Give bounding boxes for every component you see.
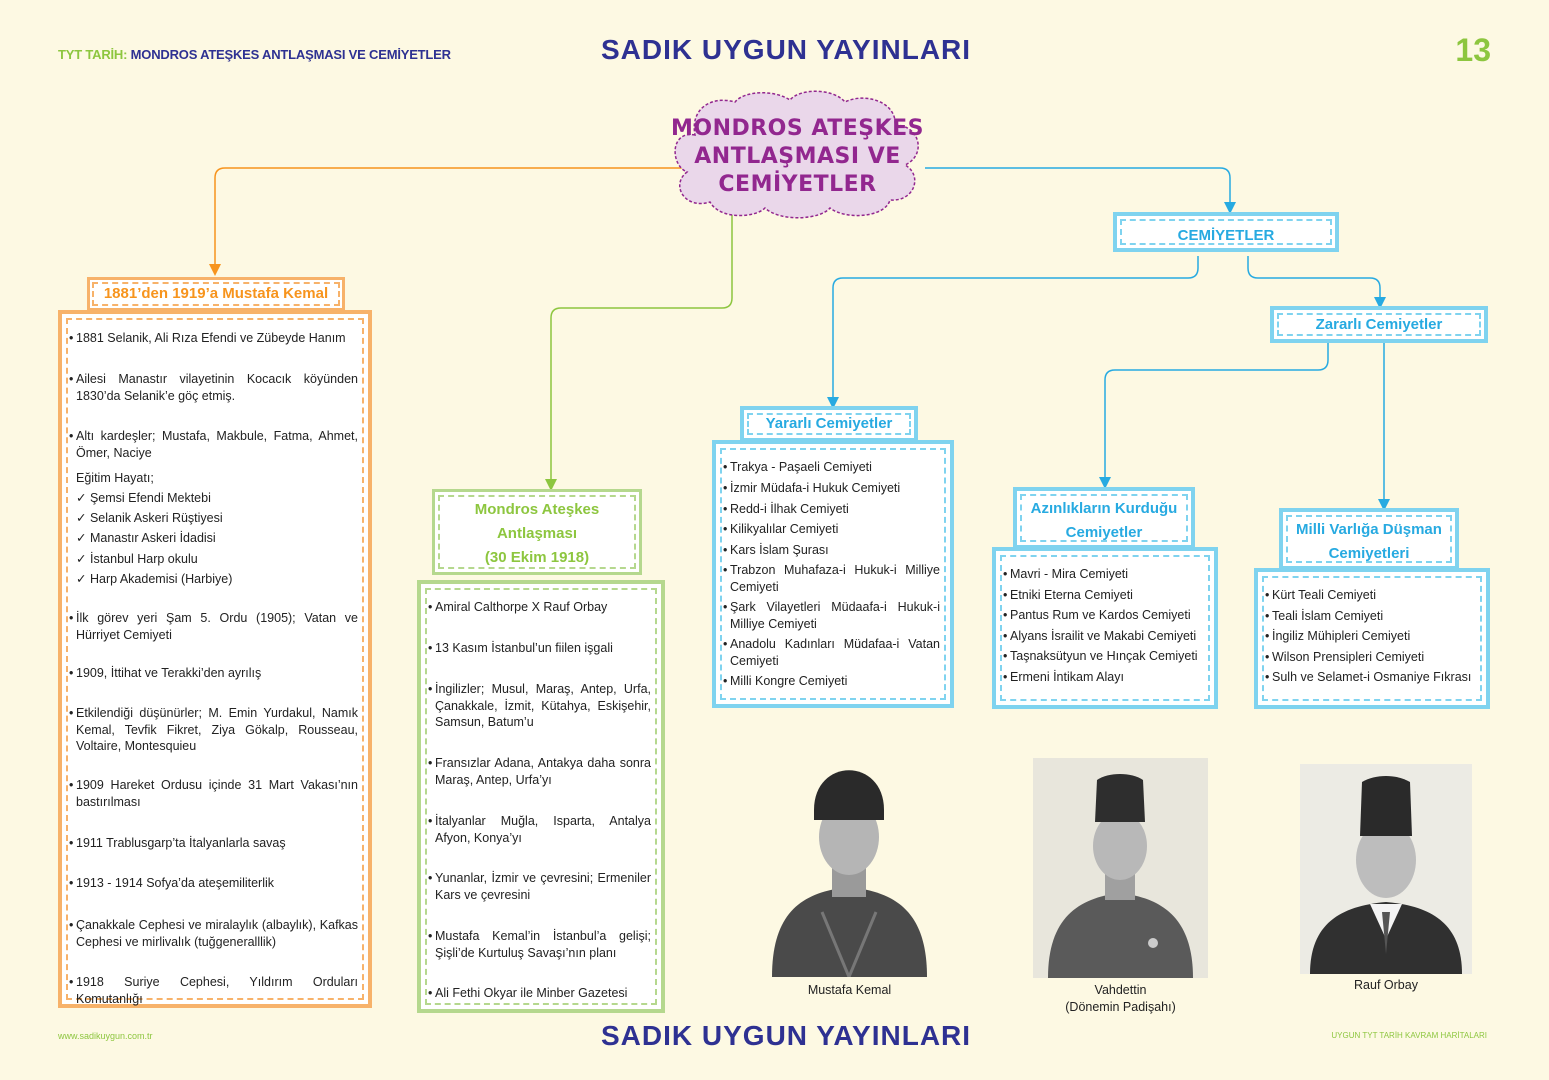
caption-rauf-orbay: Rauf Orbay: [1354, 978, 1418, 992]
list-item: •Teali İslam Cemiyeti: [1265, 609, 1384, 623]
list-item: •Trakya - Paşaeli Cemiyeti: [723, 460, 872, 474]
yararli-panel: •Trakya - Paşaeli Cemiyeti •İzmir Müdafa…: [712, 440, 954, 708]
portrait-vahdettin: [1033, 758, 1208, 978]
list-item: •Kars İslam Şurası: [723, 543, 829, 557]
list-item: •Anadolu Kadınları Müdafaa-i Vatan Cemiy…: [723, 637, 940, 668]
cemiyetler-title: CEMİYETLER: [1113, 212, 1339, 252]
azinlik-panel: •Mavri - Mira Cemiyeti •Etniki Eterna Ce…: [992, 547, 1218, 709]
azinlik-title-line: Azınlıkların Kurduğu: [1030, 500, 1178, 517]
line-to-mustafa-kemal: [209, 167, 685, 276]
page-number: 13: [1455, 32, 1491, 68]
list-item: •Şark Vilayetleri Müdaafa-i Hukuk-i Mill…: [723, 600, 940, 631]
education-item: ✓ Selanik Askeri Rüştiyesi: [76, 511, 223, 525]
line-to-azinlik: [1099, 343, 1329, 489]
brand-header: SADIK UYGUN YAYINLARI: [601, 34, 972, 65]
header-subject: TYT TARİH: MONDROS ATEŞKES ANTLAŞMASI VE…: [58, 47, 451, 62]
mustafa-kemal-panel: •1881 Selanik, Ali Rıza Efendi ve Zübeyd…: [58, 310, 372, 1008]
mondros-title-line: Mondros Ateşkes: [474, 501, 600, 518]
list-item: •Trabzon Muhafaza-i Hukuk-i Milliye Cemi…: [723, 563, 940, 594]
list-item: •Amiral Calthorpe X Rauf Orbay: [428, 600, 608, 614]
topic-label: MONDROS ATEŞKES ANTLAŞMASI VE CEMİYETLER: [130, 47, 451, 62]
milli-title-line: Cemiyetleri: [1328, 545, 1410, 562]
list-item: •1918 Suriye Cephesi, Yıldırım Orduları …: [69, 975, 358, 1006]
list-item: •Pantus Rum ve Kardos Cemiyeti: [1003, 608, 1191, 622]
azinlik-title-line: Cemiyetler: [1065, 524, 1143, 541]
portrait-mustafa-kemal: [762, 742, 937, 977]
milli-panel: •Kürt Teali Cemiyeti •Teali İslam Cemiye…: [1254, 568, 1490, 709]
list-item: •Fransızlar Adana, Antakya daha sonra Ma…: [428, 756, 651, 787]
line-to-zararli: [1247, 256, 1386, 309]
list-item: •Milli Kongre Cemiyeti: [723, 674, 848, 688]
yararli-title: Yararlı Cemiyetler: [740, 406, 918, 442]
caption-vahdettin-name: Vahdettin: [1094, 983, 1147, 997]
list-item: •Çanakkale Cephesi ve miralaylık (albayl…: [69, 918, 358, 949]
list-item: •1913 - 1914 Sofya’da ateşemiliterlik: [69, 876, 275, 890]
center-title-line: CEMİYETLER: [718, 172, 877, 197]
mustafa-kemal-title: 1881’den 1919’a Mustafa Kemal: [87, 277, 345, 311]
list-item: •Mavri - Mira Cemiyeti: [1003, 567, 1129, 581]
list-item: •Mustafa Kemal’in İstanbul’a gelişi; Şiş…: [428, 929, 651, 960]
list-item: •Taşnaksütyun ve Hınçak Cemiyeti: [1003, 649, 1198, 663]
caption-mustafa-kemal: Mustafa Kemal: [807, 983, 892, 997]
list-item: •Kürt Teali Cemiyeti: [1265, 588, 1376, 602]
list-item: •1909, İttihat ve Terakki’den ayrılış: [69, 666, 262, 680]
subject-label: TYT TARİH:: [58, 47, 128, 62]
list-item: •Etniki Eterna Cemiyeti: [1003, 588, 1133, 602]
line-to-mondros: [545, 215, 733, 491]
mondros-title-line: (30 Ekim 1918): [484, 549, 590, 566]
milli-title: Milli Varlığa Düşman Cemiyetleri: [1279, 508, 1459, 570]
list-item: •Sulh ve Selamet-i Osmaniye Fıkrası: [1265, 670, 1472, 684]
caption-vahdettin: Vahdettin (Dönemin Padişahı): [1033, 982, 1208, 1016]
yararli-title-text: Yararlı Cemiyetler: [765, 415, 893, 432]
footer-url[interactable]: www.sadikuygun.com.tr: [58, 1031, 153, 1041]
list-item: •Kilikyalılar Cemiyeti: [723, 522, 839, 536]
list-item: •1911 Trablusgarp’ta İtalyanlarla savaş: [69, 836, 286, 850]
list-item: •İzmir Müdafa-i Hukuk Cemiyeti: [723, 481, 901, 495]
list-item: •İngiliz Mühipleri Cemiyeti: [1265, 629, 1411, 643]
list-item: •Altı kardeşler; Mustafa, Makbule, Fatma…: [69, 429, 358, 460]
mondros-title: Mondros Ateşkes Antlaşması (30 Ekim 1918…: [432, 489, 642, 575]
list-item: •Etkilendiği düşünürler; M. Emin Yurdaku…: [69, 706, 358, 753]
mondros-title-line: Antlaşması: [496, 525, 578, 542]
list-item: •İtalyanlar Muğla, Isparta, Antalya Afyo…: [428, 814, 651, 845]
list-item: •İlk görev yeri Şam 5. Ordu (1905); Vata…: [69, 611, 358, 642]
list-item: •1909 Hareket Ordusu içinde 31 Mart Vaka…: [69, 778, 358, 809]
center-title-line: ANTLAŞMASI VE: [694, 144, 901, 169]
list-item: •1881 Selanik, Ali Rıza Efendi ve Zübeyd…: [69, 331, 346, 345]
azinlik-title: Azınlıkların Kurduğu Cemiyetler: [1013, 487, 1195, 549]
portrait-rauf-orbay: [1300, 764, 1472, 974]
caption-vahdettin-sub: (Dönemin Padişahı): [1065, 1000, 1176, 1014]
center-title-line: MONDROS ATEŞKES: [670, 116, 925, 141]
list-item: •Ermeni İntikam Alayı: [1003, 670, 1124, 684]
zararli-title-text: Zararlı Cemiyetler: [1315, 316, 1443, 333]
cloud-shape: [674, 90, 919, 219]
line-to-yararli: [827, 256, 1199, 409]
mondros-panel: •Amiral Calthorpe X Rauf Orbay •13 Kasım…: [417, 580, 665, 1013]
list-item: •Alyans İsrailit ve Makabi Cemiyeti: [1003, 629, 1197, 643]
center-title: MONDROS ATEŞKES ANTLAŞMASI VE CEMİYETLER: [665, 115, 930, 199]
education-item: ✓ Şemsi Efendi Mektebi: [76, 491, 211, 505]
list-item: •Ailesi Manastır vilayetinin Kocacık köy…: [69, 372, 358, 403]
list-item: •Wilson Prensipleri Cemiyeti: [1265, 650, 1425, 664]
list-item: •13 Kasım İstanbul’un fiilen işgali: [428, 641, 613, 655]
cemiyetler-title-text: CEMİYETLER: [1177, 227, 1275, 244]
brand-footer: SADIK UYGUN YAYINLARI: [601, 1020, 972, 1051]
list-item: •Ali Fethi Okyar ile Minber Gazetesi: [428, 986, 628, 1000]
education-item: ✓ Manastır Askeri İdadisi: [76, 531, 216, 545]
line-to-cemiyetler: [925, 167, 1236, 214]
list-item: •İngilizler; Musul, Maraş, Antep, Urfa, …: [428, 682, 651, 729]
milli-title-line: Milli Varlığa Düşman: [1296, 521, 1442, 538]
education-label: Eğitim Hayatı;: [76, 471, 154, 485]
zararli-title: Zararlı Cemiyetler: [1270, 306, 1488, 343]
education-item: ✓ İstanbul Harp okulu: [76, 552, 198, 566]
list-item: •Yunanlar, İzmir ve çevresini; Ermeniler…: [428, 871, 651, 902]
education-item: ✓ Harp Akademisi (Harbiye): [76, 572, 233, 586]
list-item: •Redd-i İlhak Cemiyeti: [723, 502, 849, 516]
footer-series: UYGUN TYT TARİH KAVRAM HARİTALARI: [1331, 1031, 1487, 1040]
